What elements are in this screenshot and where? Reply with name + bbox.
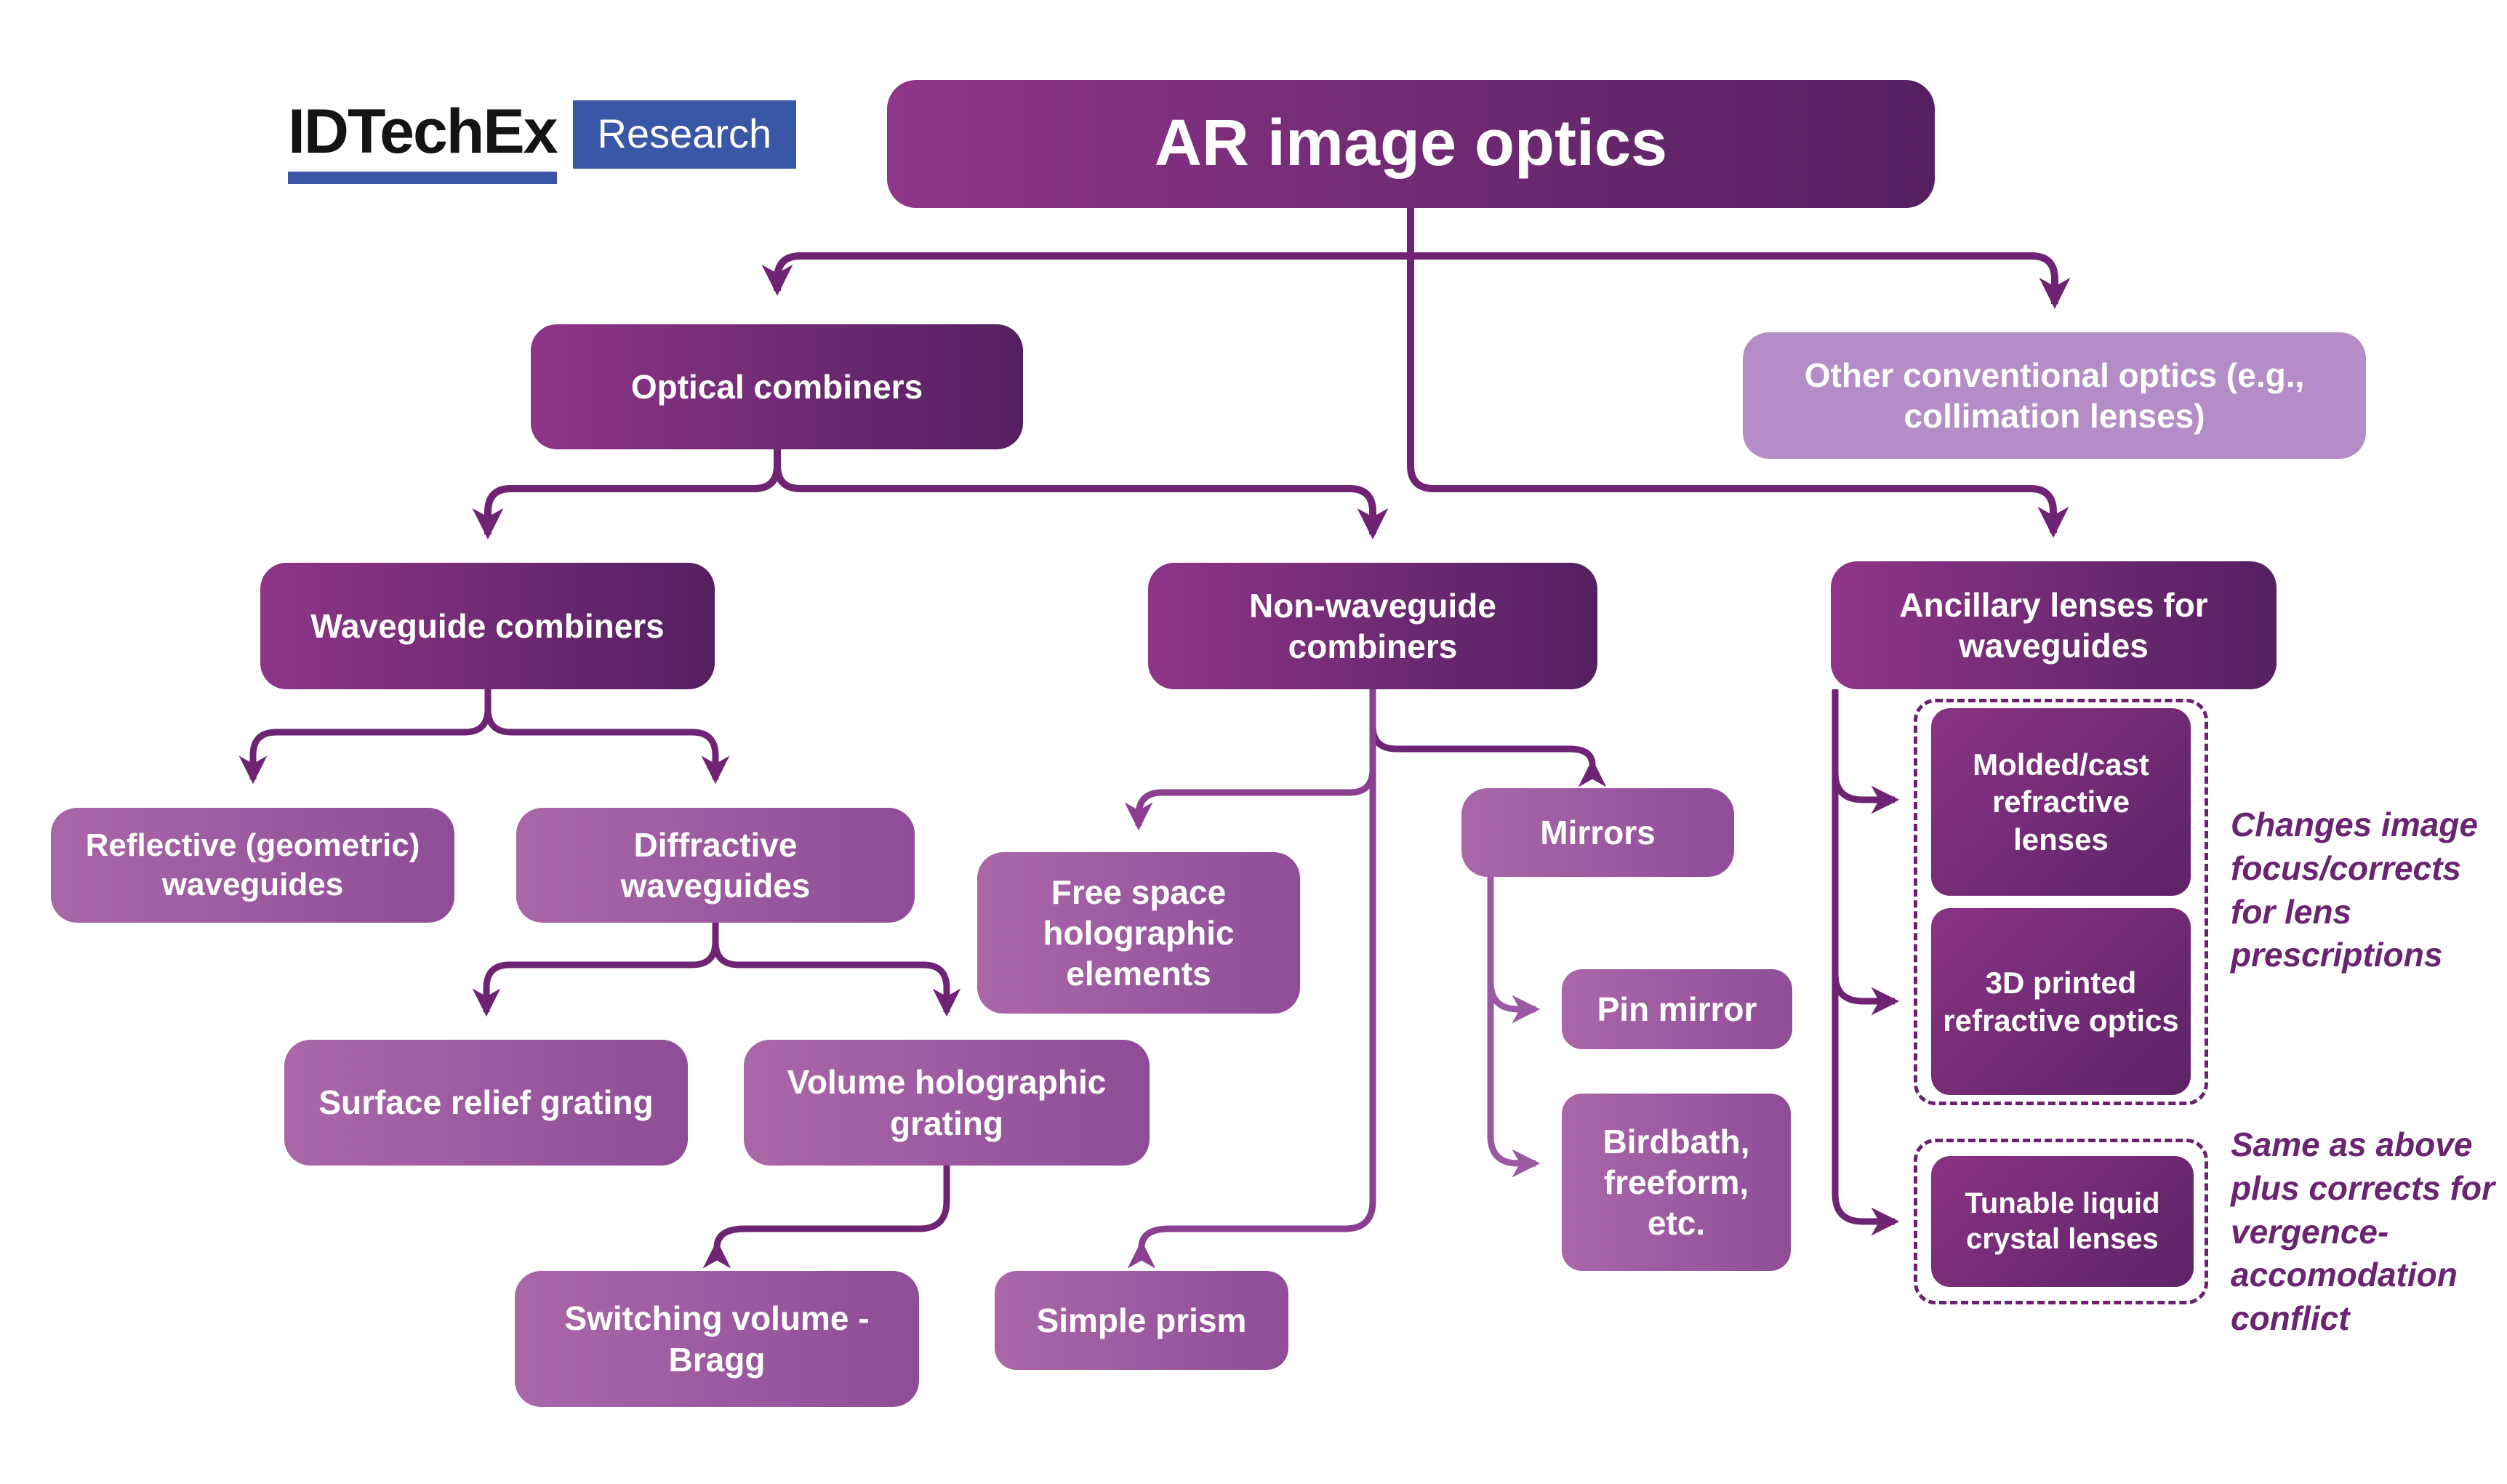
node-ar-image-optics: AR image optics [887, 80, 1935, 208]
node-free-space-holographic: Free space holographic elements [977, 852, 1300, 1014]
node-mirrors: Mirrors [1461, 788, 1734, 877]
node-3d-printed-optics: 3D printed refractive optics [1931, 908, 2191, 1095]
connector-diffractive-to-volume-holographic [712, 923, 961, 1017]
node-diffractive-waveguides: Diffractive waveguides [516, 808, 915, 923]
idtechex-underline [288, 172, 557, 184]
connector-waveguide-to-diffractive [484, 689, 730, 785]
node-pin-mirror: Pin mirror [1562, 969, 1792, 1049]
node-optical-combiners: Optical combiners [531, 324, 1023, 449]
connector-optical-to-waveguide [472, 449, 781, 540]
node-other-conventional-optics: Other conventional optics (e.g., collima… [1743, 332, 2366, 459]
connector-non-waveguide-to-free-space [1124, 689, 1376, 831]
connector-title-to-other-conventional [1411, 252, 2071, 309]
refractive-lenses-note: Changes image focus/corrects for lens pr… [2231, 806, 2478, 974]
connector-mirrors-to-pin-mirror [1487, 877, 1541, 1024]
idtechex-brand-text: IDTechEx [288, 97, 558, 167]
idtechex-brand: IDTechEx [288, 97, 558, 184]
node-ancillary-lenses: Ancillary lenses for waveguides [1831, 561, 2277, 689]
connector-non-waveguide-to-mirrors [1369, 689, 1607, 787]
tunable-lens-note: Same as above plus corrects for vergence… [2231, 1126, 2495, 1338]
connector-ancillary-to-3d-printed [1832, 689, 1900, 1016]
node-simple-prism: Simple prism [995, 1271, 1288, 1370]
connector-waveguide-to-reflective [238, 689, 492, 785]
idtechex-research-badge: Research [572, 100, 797, 169]
connector-optical-to-non-waveguide [774, 449, 1389, 540]
connector-ancillary-to-tunable [1832, 689, 1900, 1236]
node-volume-holographic-grating: Volume holographic grating [744, 1040, 1150, 1166]
node-molded-cast-lenses: Molded/cast refractive lenses [1931, 708, 2191, 896]
node-reflective-waveguides: Reflective (geometric) waveguides [51, 808, 454, 923]
node-non-waveguide-combiners: Non-waveguide combiners [1148, 563, 1597, 689]
idtechex-logo: IDTechEx Research [288, 97, 797, 184]
connector-diffractive-to-surface-relief [472, 923, 719, 1017]
connector-volume-holographic-to-switching [702, 1166, 950, 1269]
node-tunable-liquid-crystal: Tunable liquid crystal lenses [1931, 1156, 2194, 1287]
connector-title-to-optical-combiners [761, 252, 1411, 296]
refractive-lenses-dashed-group [1914, 699, 2208, 1105]
connector-mirrors-to-birdbath [1487, 877, 1541, 1178]
node-switching-volume-bragg: Switching volume - Bragg [515, 1271, 919, 1407]
node-waveguide-combiners: Waveguide combiners [260, 563, 715, 689]
node-birdbath-freeform: Birdbath, freeform, etc. [1562, 1094, 1791, 1271]
tunable-lens-dashed-group [1914, 1139, 2208, 1304]
node-surface-relief-grating: Surface relief grating [284, 1040, 688, 1166]
connector-ancillary-to-molded-cast [1832, 689, 1900, 814]
